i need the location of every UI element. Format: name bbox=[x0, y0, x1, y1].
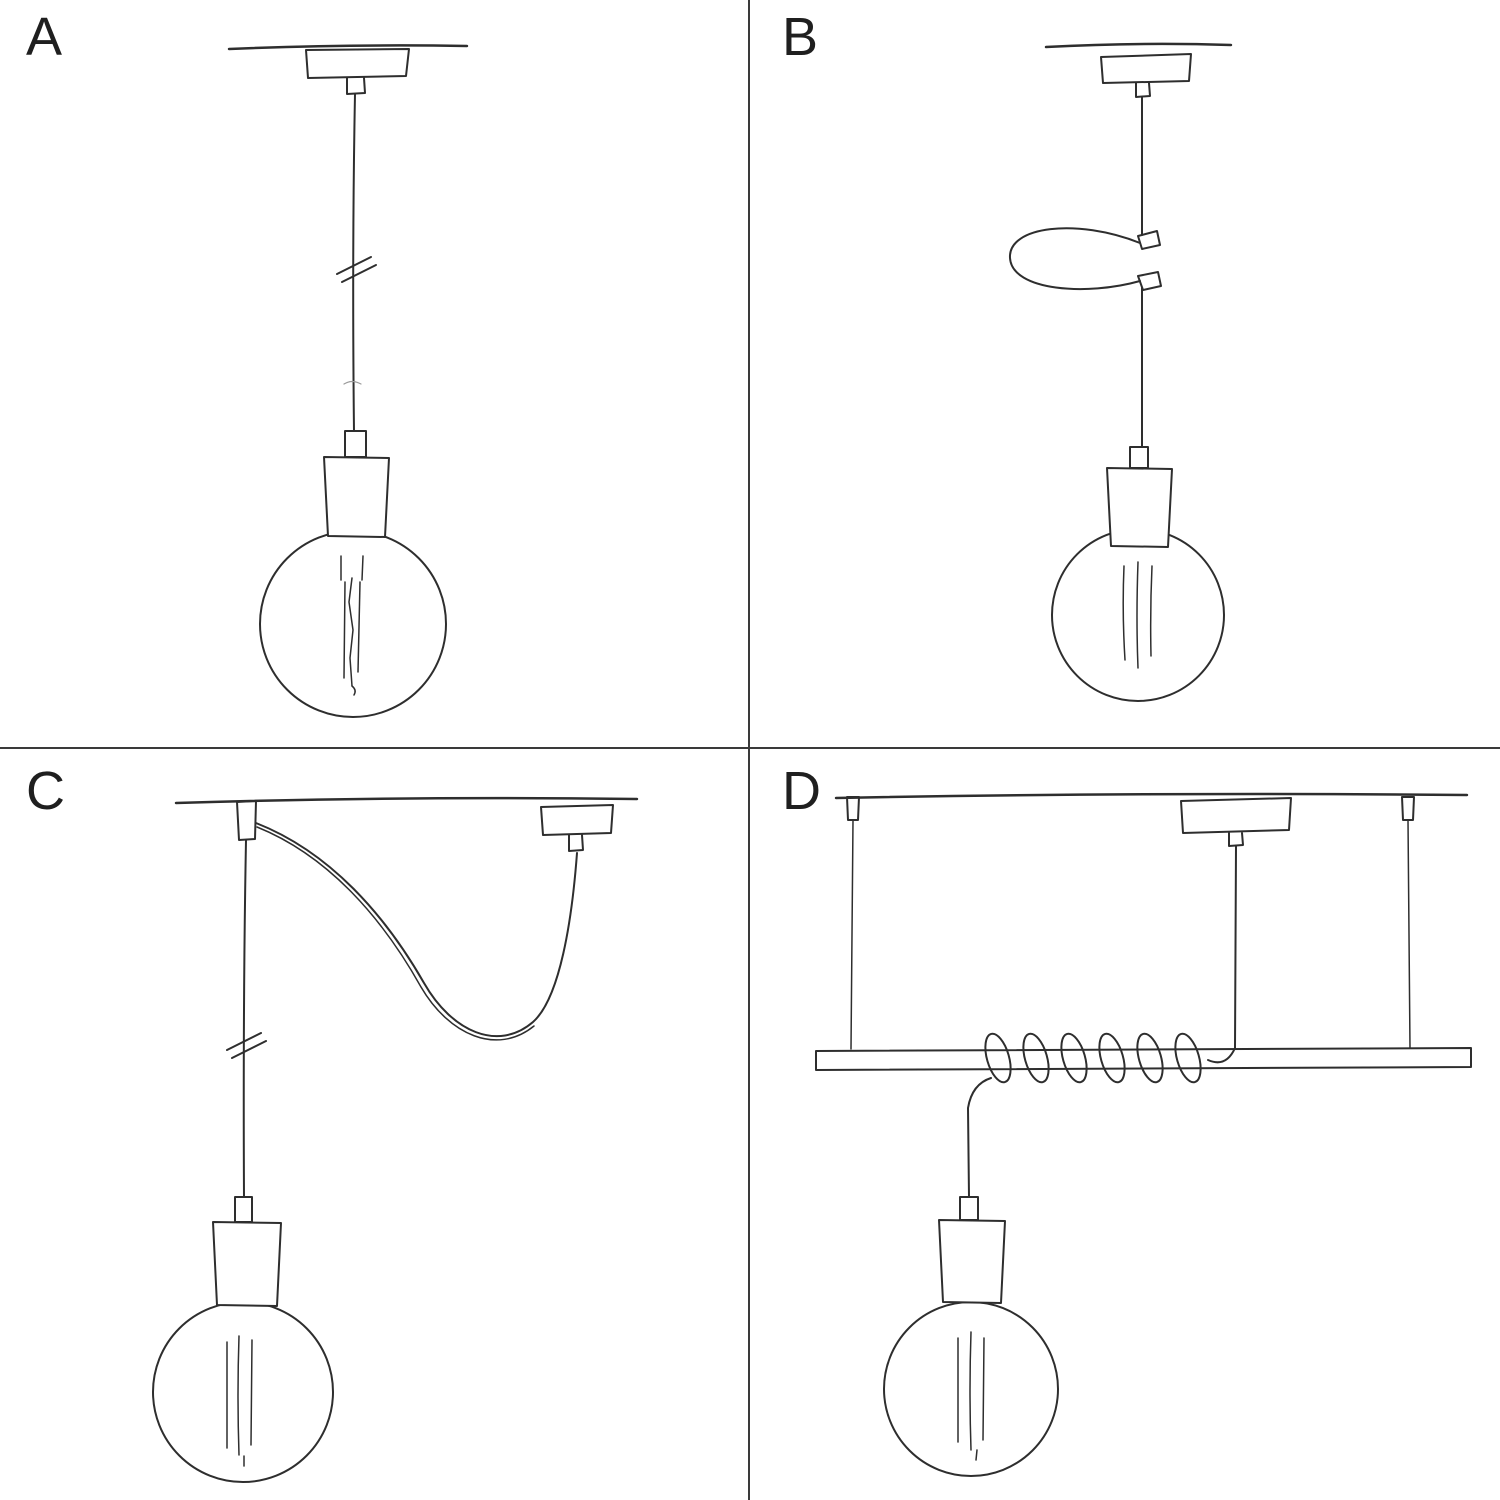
panel-a-label: A bbox=[26, 7, 64, 67]
pendant-cable-upper bbox=[1234, 845, 1237, 1049]
lamp-holder bbox=[1106, 446, 1173, 548]
lamp-holder bbox=[212, 1196, 282, 1307]
ceiling-line bbox=[227, 44, 469, 51]
suspension-wires bbox=[850, 819, 1411, 1050]
bulb-filament bbox=[1122, 561, 1153, 669]
pendant-cable bbox=[242, 839, 247, 1199]
sketch-pendant-on-bar bbox=[815, 792, 1472, 1477]
lamp-holder bbox=[323, 430, 390, 538]
sketch-swag-pendant bbox=[152, 796, 639, 1483]
bulb-filament bbox=[226, 1335, 253, 1467]
panel-b: B bbox=[750, 0, 1500, 750]
panel-b-label: B bbox=[782, 7, 820, 67]
vertical-divider bbox=[748, 0, 750, 1500]
lamp-holder bbox=[938, 1196, 1006, 1304]
cable-coil-wrap bbox=[984, 1032, 1236, 1084]
panel-a: A bbox=[0, 0, 750, 750]
sketch-straight-pendant bbox=[227, 44, 469, 718]
ceiling-line bbox=[834, 792, 1469, 800]
panel-c-label: C bbox=[26, 761, 66, 821]
light-bulb bbox=[1051, 528, 1225, 702]
right-suspension-hook bbox=[1401, 796, 1415, 821]
sketch-pendant-with-cable-tie bbox=[1008, 42, 1233, 702]
pendant-cable-drop bbox=[967, 1077, 992, 1198]
ceiling-rose bbox=[305, 48, 410, 95]
suspension-bar bbox=[815, 1047, 1472, 1071]
cable-length-break-mark bbox=[226, 1032, 267, 1059]
sketch-smudge bbox=[343, 380, 362, 385]
bulb-filament bbox=[340, 555, 364, 696]
swag-cable bbox=[255, 822, 578, 1041]
ceiling-rose bbox=[1100, 53, 1192, 98]
bulb-filament bbox=[957, 1331, 985, 1461]
ceiling-rose bbox=[540, 804, 614, 852]
pendant-cable bbox=[352, 93, 356, 433]
panel-d-label: D bbox=[782, 761, 822, 821]
cable-length-break-mark bbox=[336, 256, 377, 283]
cable-tie-loop bbox=[1008, 227, 1162, 291]
light-bulb bbox=[259, 530, 447, 718]
panel-c: C bbox=[0, 750, 750, 1500]
light-bulb bbox=[152, 1301, 334, 1483]
ceiling-hook bbox=[236, 800, 257, 841]
ceiling-rose bbox=[1180, 797, 1292, 847]
left-suspension-hook bbox=[846, 796, 860, 821]
horizontal-divider bbox=[0, 747, 1500, 749]
panel-d: D bbox=[750, 750, 1500, 1500]
ceiling-line bbox=[1044, 42, 1233, 49]
